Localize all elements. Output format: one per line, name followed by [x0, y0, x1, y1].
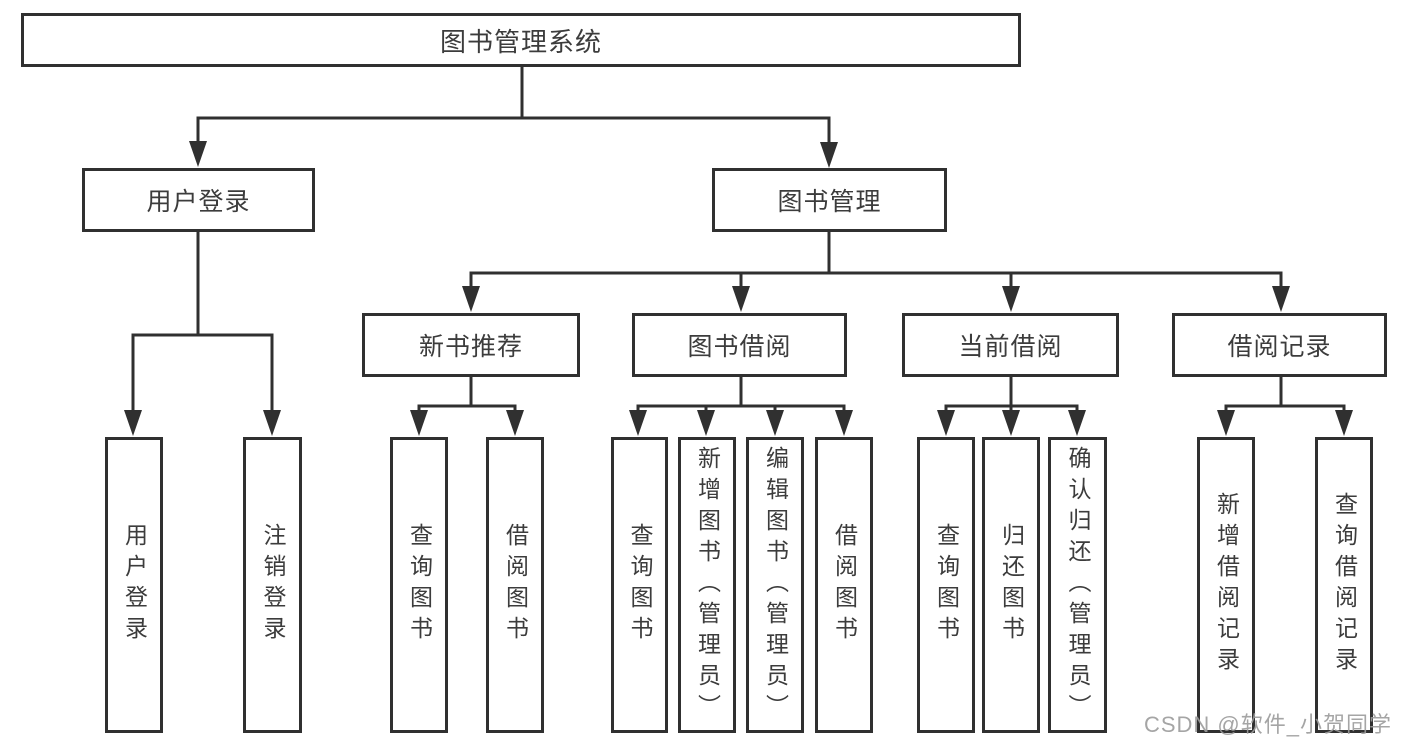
node-user-login: 用户登录: [82, 168, 315, 232]
leaf-label: 注销登录: [260, 523, 286, 647]
node-borrowing-records: 借阅记录: [1172, 313, 1387, 377]
node-label: 图书借阅: [687, 333, 792, 361]
leaf-label: 新增借阅记录: [1213, 492, 1240, 678]
leaf-label: 借阅图书: [502, 523, 529, 647]
leaf-confirm-return-admin: 确认归还（管理员）: [1048, 437, 1107, 733]
leaf-label: 查询图书: [627, 523, 653, 647]
node-new-book-recommend: 新书推荐: [362, 313, 580, 377]
leaf-label: 借阅图书: [831, 523, 858, 647]
leaf-label: 归还图书: [998, 523, 1025, 647]
leaf-return-books: 归还图书: [982, 437, 1040, 733]
leaf-label: 用户登录: [121, 523, 148, 647]
leaf-label: 查询借阅记录: [1331, 492, 1358, 678]
node-root-system: 图书管理系统: [21, 13, 1021, 67]
node-current-borrowing: 当前借阅: [902, 313, 1119, 377]
leaf-label: 确认归还（管理员）: [1065, 445, 1091, 725]
leaf-edit-books-admin: 编辑图书（管理员）: [746, 437, 804, 733]
leaf-query-borrow-record: 查询借阅记录: [1315, 437, 1373, 733]
leaf-query-books-3: 查询图书: [917, 437, 975, 733]
node-book-borrowing: 图书借阅: [632, 313, 847, 377]
csdn-watermark: CSDN @软件_小贺同学: [1143, 712, 1392, 737]
leaf-borrow-books-2: 借阅图书: [815, 437, 873, 733]
leaf-label: 查询图书: [933, 523, 960, 647]
leaf-query-books-2: 查询图书: [611, 437, 668, 733]
node-label: 新书推荐: [418, 333, 523, 361]
leaf-query-books-1: 查询图书: [390, 437, 448, 733]
node-label: 图书管理: [777, 188, 882, 216]
leaf-add-borrow-record: 新增借阅记录: [1197, 437, 1255, 733]
leaf-logout: 注销登录: [243, 437, 302, 733]
node-label: 用户登录: [146, 188, 251, 216]
leaf-borrow-books-1: 借阅图书: [486, 437, 544, 733]
leaf-label: 新增图书（管理员）: [694, 445, 721, 725]
leaf-label: 编辑图书（管理员）: [762, 445, 789, 725]
leaf-user-login: 用户登录: [105, 437, 163, 733]
leaf-label: 查询图书: [406, 523, 433, 647]
node-book-management: 图书管理: [712, 168, 947, 232]
arrowheads: [124, 141, 1353, 436]
leaf-add-books-admin: 新增图书（管理员）: [678, 437, 736, 733]
node-label: 图书管理系统: [439, 26, 602, 57]
node-label: 当前借阅: [958, 333, 1063, 361]
node-label: 借阅记录: [1227, 333, 1332, 361]
